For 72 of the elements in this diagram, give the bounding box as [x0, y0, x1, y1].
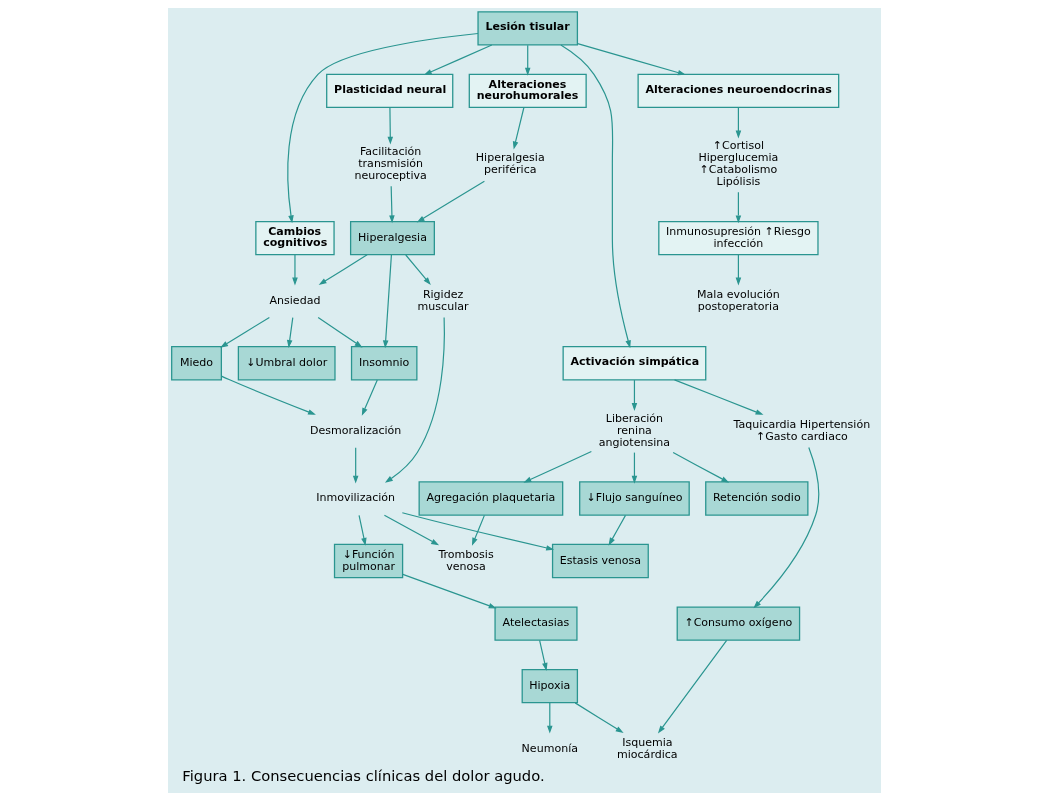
node-text: Facilitación transmisión neuroceptiva — [354, 145, 427, 183]
arrow — [523, 450, 592, 483]
node-text: Neumonía — [521, 741, 578, 755]
arrow — [631, 379, 638, 411]
arrow — [735, 191, 742, 224]
node-box: Lesión tisular — [477, 11, 579, 46]
node-box: Cambios cognitivos — [255, 220, 335, 256]
arrow — [423, 44, 493, 76]
node-box: Miedo — [171, 346, 222, 381]
node-text: Rigidez muscular — [417, 287, 469, 313]
node-box: Alteraciones neuroendocrinas — [637, 73, 840, 109]
arrow — [672, 452, 730, 483]
arrow — [383, 514, 440, 546]
arrow — [416, 180, 485, 223]
arrow — [318, 254, 368, 285]
arrow — [286, 316, 294, 349]
node-box: Hipoxia — [521, 668, 579, 704]
node-box: Plasticidad neural — [326, 73, 454, 109]
arrow — [384, 316, 445, 483]
node-box: Agregación plaquetaria — [418, 481, 564, 516]
arrow — [358, 514, 367, 546]
arrow — [539, 639, 548, 671]
arrow — [402, 573, 497, 609]
node-text: Trombosis venosa — [438, 547, 494, 573]
arrow — [574, 702, 624, 734]
node-box: Atelectasias — [494, 606, 578, 641]
arrow — [401, 512, 555, 551]
arrow — [317, 316, 363, 348]
node-box: Activación simpática — [562, 346, 707, 381]
node-box: Inmunosupresión ↑Riesgo infección — [658, 220, 819, 256]
arrow — [560, 44, 631, 349]
node-box: Hiperalgesia — [349, 220, 435, 256]
node-box: ↓Función pulmonar — [333, 543, 404, 579]
arrow — [220, 375, 316, 415]
arrow — [220, 316, 270, 348]
arrow — [292, 254, 298, 286]
node-box: Alteraciones neurohumorales — [468, 73, 587, 109]
node-box: ↓Flujo sanguíneo — [579, 481, 690, 516]
arrow — [524, 44, 531, 76]
node-text: Desmoralización — [309, 423, 402, 437]
arrow — [471, 514, 485, 546]
arrow — [361, 379, 378, 416]
arrow — [631, 452, 638, 484]
arrow — [352, 447, 359, 484]
arrow — [735, 254, 742, 286]
node-text: Mala evolución postoperatoria — [697, 287, 780, 313]
arrow — [547, 702, 553, 734]
arrow — [405, 254, 431, 286]
arrow — [608, 514, 627, 546]
node-text: Liberación renina angiotensina — [598, 411, 671, 449]
node-text: ↑Cortisol Hiperglucemia ↑Catabolismo Lipólisis — [698, 139, 779, 189]
node-text: Inmovilización — [316, 491, 396, 505]
node-box: Estasis venosa — [551, 543, 649, 579]
caption: Figura 1. Consecuencias clínicas del dolor agudo. — [182, 766, 545, 784]
arrow — [387, 107, 394, 145]
arrow — [735, 107, 742, 139]
arrow — [512, 107, 525, 150]
node-box: ↑Consumo oxígeno — [676, 606, 801, 641]
node-text: Hiperalgesia periférica — [475, 151, 545, 177]
node-box: Retención sodio — [705, 481, 809, 516]
node-text: Taquicardia Hipertensión ↑Gasto cardiaco — [733, 417, 871, 443]
arrow — [382, 254, 392, 349]
node-box: ↓Umbral dolor — [237, 346, 336, 381]
node-text: Isquemia miocárdica — [617, 735, 678, 761]
arrow — [657, 639, 728, 734]
arrow — [753, 446, 820, 609]
node-text: Ansiedad — [269, 293, 321, 307]
arrow — [577, 43, 686, 76]
arrow — [287, 32, 479, 224]
arrow — [389, 185, 395, 224]
arrow — [673, 379, 764, 415]
node-box: Insomnio — [350, 346, 418, 381]
